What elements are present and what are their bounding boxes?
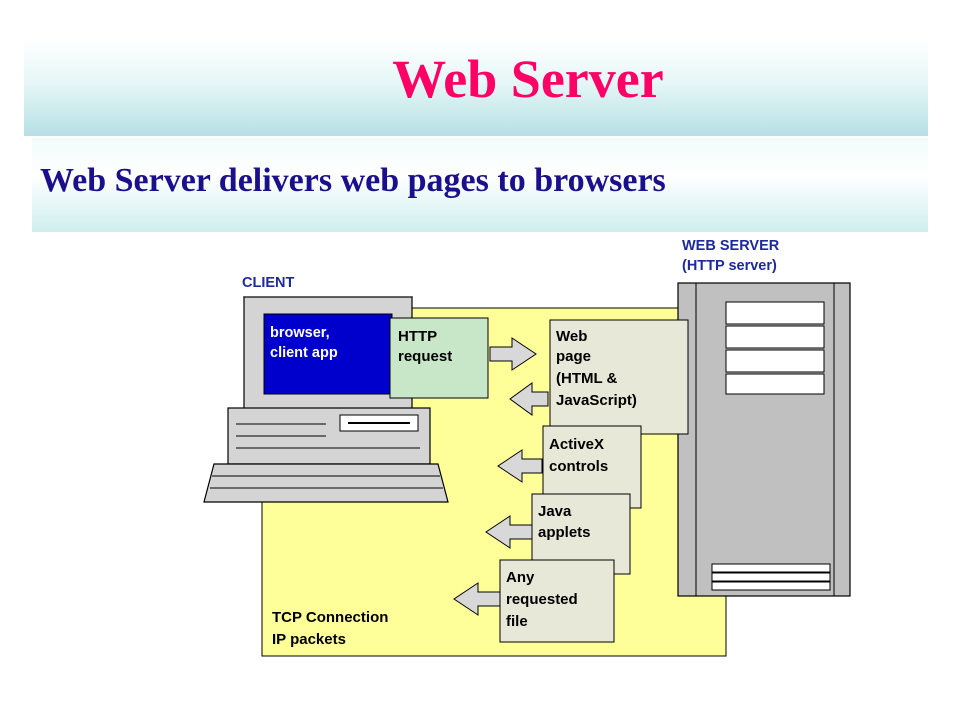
server-label-line: WEB SERVER bbox=[682, 238, 780, 254]
response-label-line: file bbox=[506, 613, 528, 630]
request-label-line: request bbox=[398, 348, 452, 365]
response-box-any-file bbox=[499, 559, 615, 643]
response-arrow-icon bbox=[453, 582, 501, 616]
response-label-line: controls bbox=[549, 458, 608, 475]
vent-slot bbox=[711, 572, 831, 582]
response-arrow-icon bbox=[485, 515, 533, 549]
response-arrow-icon bbox=[509, 382, 549, 416]
connection-label-line: TCP Connection bbox=[272, 609, 388, 626]
response-label-line: Web bbox=[556, 328, 587, 345]
response-label-line: page bbox=[556, 348, 591, 365]
drive-bay bbox=[725, 301, 825, 325]
client-label: CLIENT bbox=[242, 275, 295, 291]
drive-bay bbox=[725, 373, 825, 395]
response-label-line: (HTML & bbox=[556, 370, 618, 387]
server-label-line: (HTTP server) bbox=[682, 258, 777, 274]
server-tower bbox=[677, 282, 851, 597]
monitor-screen bbox=[263, 313, 393, 395]
client-computer bbox=[203, 296, 449, 503]
response-label-line: Any bbox=[506, 569, 535, 586]
screen-text-line: client app bbox=[270, 345, 338, 361]
drive-bay bbox=[725, 325, 825, 349]
keyboard bbox=[203, 463, 449, 503]
drive-bay bbox=[725, 349, 825, 373]
response-box-web-page bbox=[549, 319, 689, 435]
response-arrow-icon bbox=[497, 449, 543, 483]
screen-text-line: browser, bbox=[270, 325, 330, 341]
request-arrow-icon bbox=[489, 337, 537, 371]
connection-label-line: IP packets bbox=[272, 631, 346, 648]
request-label-line: HTTP bbox=[398, 328, 437, 345]
http-request-box bbox=[389, 317, 489, 399]
slide-subtitle: Web Server delivers web pages to browser… bbox=[40, 162, 666, 199]
vent-slot bbox=[711, 563, 831, 573]
response-label-line: JavaScript) bbox=[556, 392, 637, 409]
vent-slot bbox=[711, 581, 831, 591]
response-label-line: applets bbox=[538, 524, 591, 541]
subtitle-band bbox=[32, 138, 928, 232]
response-label-line: ActiveX bbox=[549, 436, 604, 453]
response-label-line: requested bbox=[506, 591, 578, 608]
slide-title: Web Server bbox=[392, 49, 664, 109]
response-label-line: Java bbox=[538, 503, 572, 520]
title-band bbox=[24, 38, 928, 136]
